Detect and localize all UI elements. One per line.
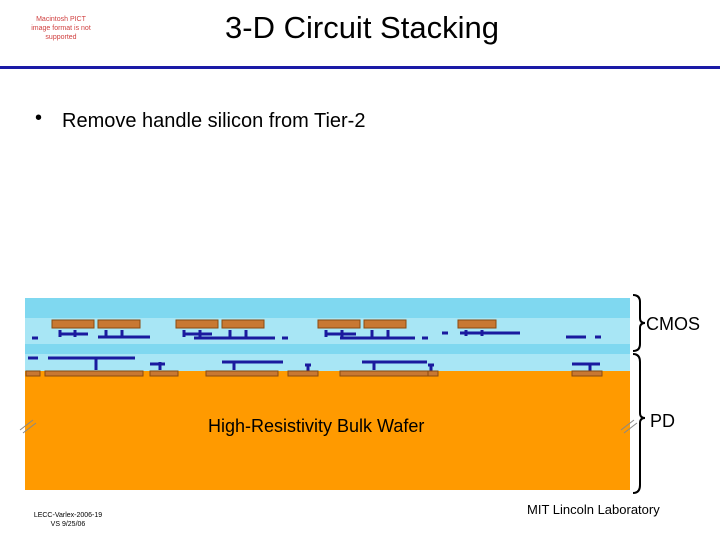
footer-reference-date: VS 9/25/06 <box>50 521 86 528</box>
pd-metal-lines <box>28 356 600 371</box>
footer-reference: LECC-Varlex-2006-19 VS 9/25/06 <box>28 511 108 529</box>
slide-title: 3-D Circuit Stacking <box>225 10 499 45</box>
break-marks <box>19 419 638 434</box>
title-divider <box>0 66 720 69</box>
bond-interface-band <box>25 344 630 354</box>
cmos-brace <box>632 294 646 352</box>
pd-contacts <box>25 370 603 377</box>
pd-label: PD <box>650 411 676 431</box>
footer-reference-id: LECC-Varlex-2006-19 <box>33 512 103 519</box>
top-oxide-layer <box>25 298 630 318</box>
pd-brace <box>632 353 646 494</box>
cmos-metal-lines <box>32 330 601 340</box>
bulk-wafer-layer <box>25 371 630 490</box>
stack-diagram <box>19 294 646 494</box>
bulk-wafer-label: High-Resistivity Bulk Wafer <box>208 416 425 436</box>
bullet-dot: • <box>35 107 43 129</box>
pd-metal-layer <box>25 354 630 371</box>
cmos-contacts <box>51 319 497 329</box>
unsupported-image-notice: Macintosh PICT image format is not suppo… <box>31 16 91 41</box>
cmos-label: CMOS <box>646 314 700 334</box>
bullet-text: Remove handle silicon from Tier-2 <box>62 110 366 132</box>
lab-name: MIT Lincoln Laboratory <box>527 502 660 517</box>
